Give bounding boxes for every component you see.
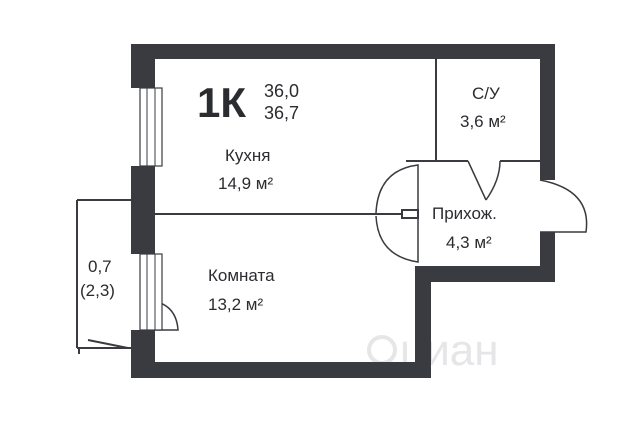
room-name: Комната xyxy=(208,266,275,285)
balcony-area-full: (2,3) xyxy=(80,281,115,300)
total-area-with-balcony: 36,7 xyxy=(264,103,299,123)
watermark-logo-icon xyxy=(367,335,397,365)
doors xyxy=(141,160,588,331)
kitchen-name: Кухня xyxy=(225,146,271,165)
room-door xyxy=(375,215,419,263)
walls xyxy=(131,44,555,378)
kitchen-area: 14,9 м² xyxy=(218,174,273,193)
room-area: 13,2 м² xyxy=(208,295,263,314)
unit-type-label: 1К xyxy=(197,79,246,126)
partitions xyxy=(155,59,540,219)
entrance-door xyxy=(539,179,588,233)
windows xyxy=(139,87,163,331)
balcony-area: 0,7 xyxy=(88,257,112,276)
kitchen-door xyxy=(375,164,419,214)
bathroom-area: 3,6 м² xyxy=(460,112,506,131)
hallway-name: Прихож. xyxy=(432,204,497,223)
bathroom-door xyxy=(467,160,501,201)
bathroom-name: С/У xyxy=(472,84,500,103)
hallway-area: 4,3 м² xyxy=(446,233,492,252)
kitchen-window xyxy=(139,87,163,167)
balcony xyxy=(76,199,131,354)
total-area: 36,0 xyxy=(264,81,299,101)
room-window xyxy=(139,253,163,331)
